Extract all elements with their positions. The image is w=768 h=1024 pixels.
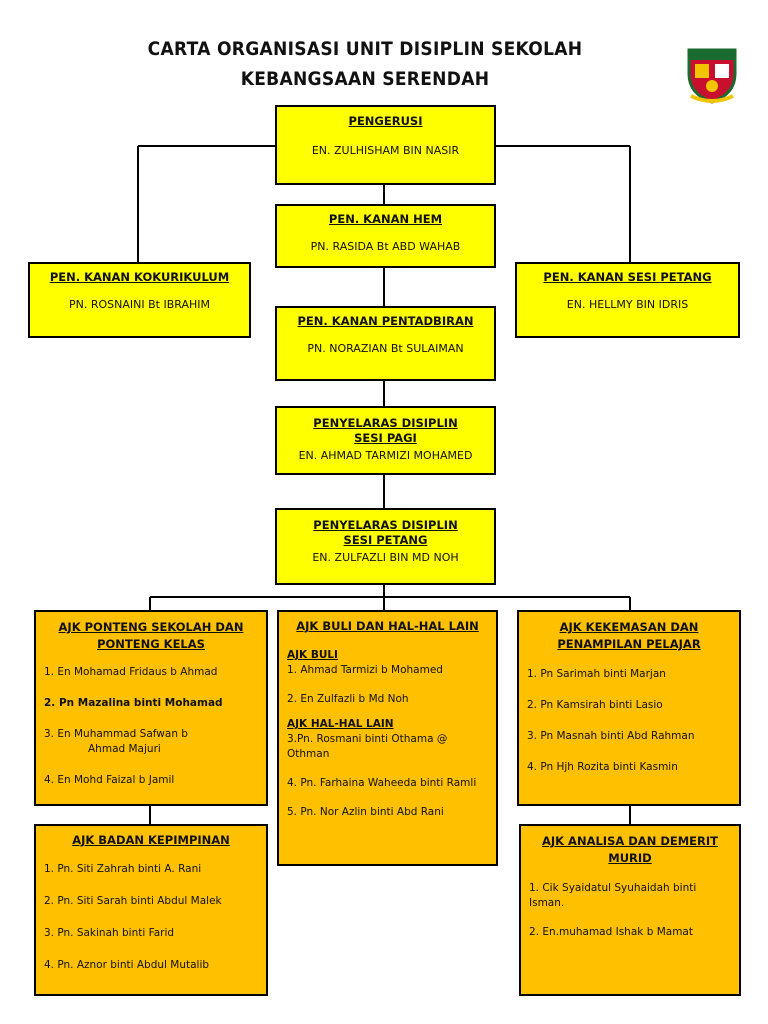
list-item: 4. Pn Hjh Rozita binti Kasmin <box>527 761 678 773</box>
list-item: 3. En Muhammad Safwan b Ahmad Majuri <box>44 727 258 757</box>
pen-kanan-hem-box: PEN. KANAN HEM PN. RASIDA Bt ABD WAHAB <box>275 204 496 268</box>
list-item: 2. Pn Mazalina binti Mohamad <box>44 697 223 709</box>
pen-kanan-pentadbiran-title: PEN. KANAN PENTADBIRAN <box>297 314 474 328</box>
list-item: 1. Pn Sarimah binti Marjan <box>527 668 666 680</box>
ajk-ponteng-title: AJK PONTENG SEKOLAH DAN PONTENG KELAS <box>58 620 244 651</box>
ajk-ponteng-box: AJK PONTENG SEKOLAH DAN PONTENG KELAS 1.… <box>34 610 268 806</box>
ajk-buli-title: AJK BULI DAN HAL-HAL LAIN <box>296 619 479 633</box>
ajk-ponteng-list: 1. En Mohamad Fridaus b Ahmad 2. Pn Maza… <box>36 665 266 788</box>
list-item: 2. Pn. Siti Sarah binti Abdul Malek <box>44 895 222 907</box>
list-item: 2. En Zulfazli b Md Noh <box>287 693 409 705</box>
pen-kanan-kokurikulum-name: PN. ROSNAINI Bt IBRAHIM <box>69 298 210 311</box>
ajk-analisa-list: 1. Cik Syaidatul Syuhaidah binti Isman. … <box>521 881 739 940</box>
ajk-analisa-title: AJK ANALISA DAN DEMERIT MURID <box>541 834 719 865</box>
list-item: 2. Pn Kamsirah binti Lasio <box>527 699 663 711</box>
ajk-kepimpinan-box: AJK BADAN KEPIMPINAN 1. Pn. Siti Zahrah … <box>34 824 268 996</box>
penyelaras-petang-box: PENYELARAS DISIPLIN SESI PETANG EN. ZULF… <box>275 508 496 585</box>
ajk-buli-box: AJK BULI DAN HAL-HAL LAIN AJK BULI 1. Ah… <box>277 610 498 866</box>
ajk-kekemasan-list: 1. Pn Sarimah binti Marjan 2. Pn Kamsira… <box>519 667 739 775</box>
list-item-line: Ahmad Majuri <box>88 743 161 755</box>
ajk-kepimpinan-list: 1. Pn. Siti Zahrah binti A. Rani 2. Pn. … <box>36 862 266 973</box>
pengerusi-name: EN. ZULHISHAM BIN NASIR <box>311 144 460 157</box>
pen-kanan-kokurikulum-box: PEN. KANAN KOKURIKULUM PN. ROSNAINI Bt I… <box>28 262 251 338</box>
list-item: 4. En Mohd Faizal b Jamil <box>44 774 175 786</box>
pen-kanan-hem-title: PEN. KANAN HEM <box>328 212 443 226</box>
ajk-buli-list: 1. Ahmad Tarmizi b Mohamed 2. En Zulfazl… <box>279 663 496 707</box>
list-item: 1. Ahmad Tarmizi b Mohamed <box>287 664 443 676</box>
pen-kanan-sesi-petang-box: PEN. KANAN SESI PETANG EN. HELLMY BIN ID… <box>515 262 740 338</box>
pen-kanan-pentadbiran-name: PN. NORAZIAN Bt SULAIMAN <box>307 342 464 355</box>
list-item: 3. Pn. Sakinah binti Farid <box>44 927 175 939</box>
pen-kanan-hem-name: PN. RASIDA Bt ABD WAHAB <box>310 240 461 253</box>
list-item: 1. Cik Syaidatul Syuhaidah binti Isman. <box>529 882 697 909</box>
list-item: 4. Pn. Farhaina Waheeda binti Ramli <box>287 777 477 789</box>
pen-kanan-pentadbiran-box: PEN. KANAN PENTADBIRAN PN. NORAZIAN Bt S… <box>275 306 496 381</box>
list-item: 5. Pn. Nor Azlin binti Abd Rani <box>287 806 444 818</box>
penyelaras-petang-name: EN. ZULFAZLI BIN MD NOH <box>312 551 459 564</box>
list-item: 4. Pn. Aznor binti Abdul Mutalib <box>44 959 210 971</box>
school-crest-icon <box>687 48 737 104</box>
penyelaras-pagi-title: PENYELARAS DISIPLIN SESI PAGI <box>313 416 458 445</box>
list-item: 1. Pn. Siti Zahrah binti A. Rani <box>44 863 202 875</box>
list-item: 3.Pn. Rosmani binti Othama @ Othman <box>287 733 448 760</box>
ajk-kekemasan-box: AJK KEKEMASAN DAN PENAMPILAN PELAJAR 1. … <box>517 610 741 806</box>
penyelaras-pagi-box: PENYELARAS DISIPLIN SESI PAGI EN. AHMAD … <box>275 406 496 475</box>
penyelaras-petang-title: PENYELARAS DISIPLIN SESI PETANG <box>313 518 458 547</box>
list-item-line: 3. En Muhammad Safwan b <box>44 728 188 740</box>
page-title: CARTA ORGANISASI UNIT DISIPLIN SEKOLAH K… <box>147 38 583 90</box>
ajk-hal-hal-lain-subheading: AJK HAL-HAL LAIN <box>287 718 394 730</box>
pen-kanan-sesi-petang-name: EN. HELLMY BIN IDRIS <box>566 298 689 311</box>
pengerusi-title: PENGERUSI <box>348 114 423 128</box>
ajk-buli-subheading: AJK BULI <box>287 649 338 661</box>
penyelaras-pagi-name: EN. AHMAD TARMIZI MOHAMED <box>298 449 473 462</box>
list-item: 3. Pn Masnah binti Abd Rahman <box>527 730 695 742</box>
list-item: 2. En.muhamad Ishak b Mamat <box>529 926 693 938</box>
pengerusi-box: PENGERUSI EN. ZULHISHAM BIN NASIR <box>275 105 496 185</box>
ajk-hal-hal-lain-list: 3.Pn. Rosmani binti Othama @ Othman 4. P… <box>279 732 496 820</box>
list-item: 1. En Mohamad Fridaus b Ahmad <box>44 666 218 678</box>
pen-kanan-kokurikulum-title: PEN. KANAN KOKURIKULUM <box>49 270 230 284</box>
ajk-kepimpinan-title: AJK BADAN KEPIMPINAN <box>72 833 230 847</box>
ajk-kekemasan-title: AJK KEKEMASAN DAN PENAMPILAN PELAJAR <box>557 620 701 651</box>
ajk-analisa-box: AJK ANALISA DAN DEMERIT MURID 1. Cik Sya… <box>519 824 741 996</box>
pen-kanan-sesi-petang-title: PEN. KANAN SESI PETANG <box>543 270 712 284</box>
